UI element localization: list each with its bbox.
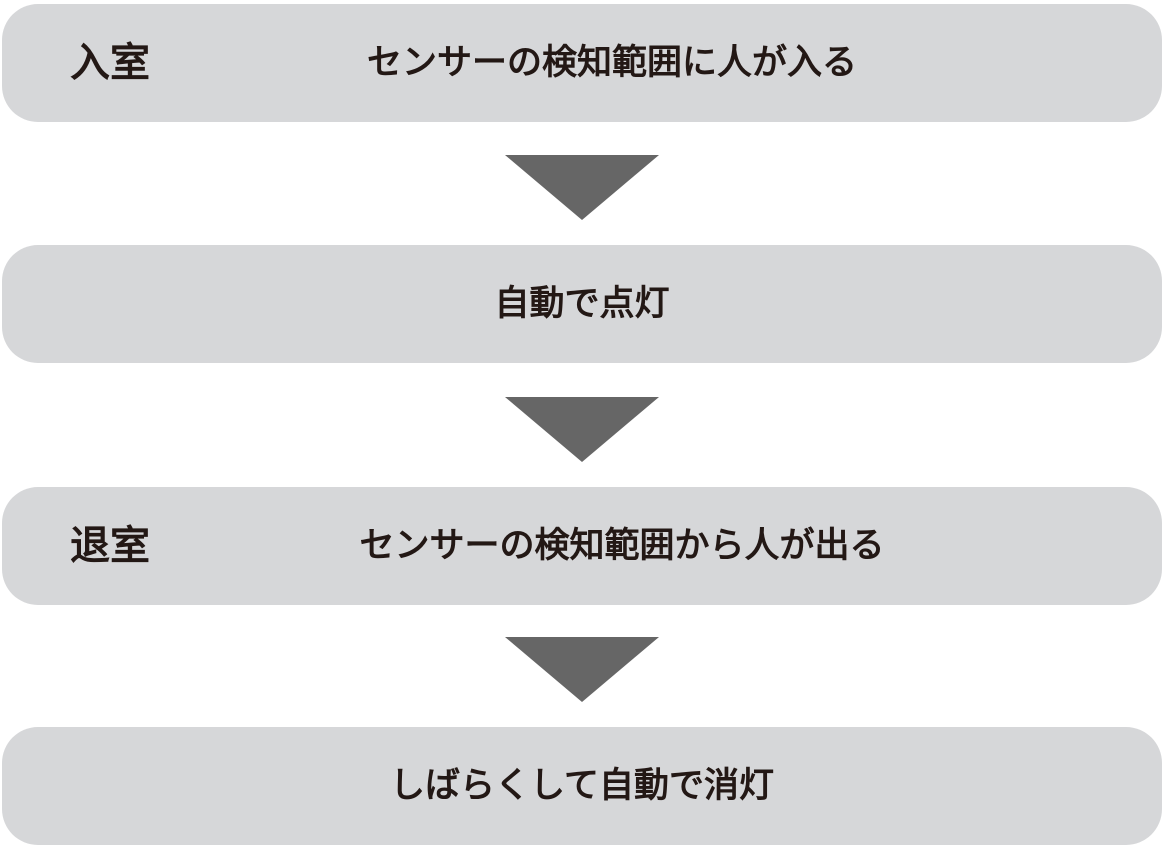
down-arrow-icon [505, 155, 659, 220]
step-leave-room: 退室 センサーの検知範囲から人が出る [2, 487, 1162, 605]
step-text: センサーの検知範囲に人が入る [366, 43, 857, 83]
step-text: 自動で点灯 [494, 284, 670, 324]
step-label: 退室 [70, 523, 150, 569]
step-auto-light-on: 自動で点灯 [2, 245, 1162, 363]
down-arrow-icon [505, 397, 659, 462]
step-label: 入室 [70, 40, 150, 86]
step-auto-light-off: しばらくして自動で消灯 [2, 727, 1162, 845]
step-enter-room: 入室 センサーの検知範囲に人が入る [2, 4, 1162, 122]
down-arrow-icon [505, 637, 659, 702]
step-text: センサーの検知範囲から人が出る [359, 526, 885, 566]
step-text: しばらくして自動で消灯 [390, 766, 774, 806]
